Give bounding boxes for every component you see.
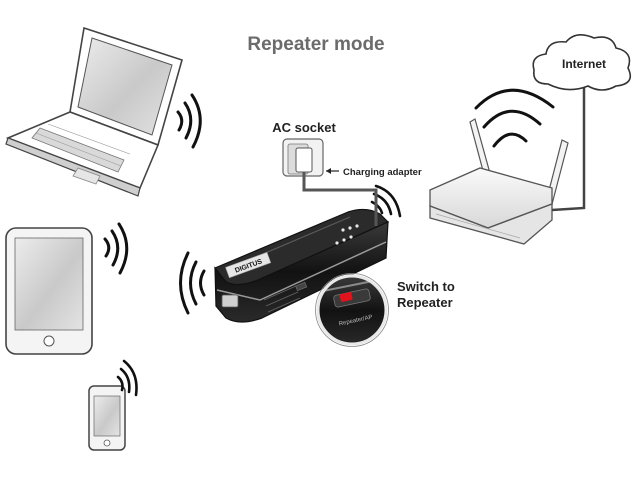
diagram-title: Repeater mode <box>247 34 384 55</box>
internet-cloud-icon: Internet <box>532 34 632 91</box>
internet-cable <box>551 85 586 212</box>
repeater-wifi-waves-icon <box>179 251 206 315</box>
switch-zoom-detail: Repeater/AP <box>315 273 389 347</box>
tablet-icon <box>5 227 93 355</box>
router-wifi-waves-icon <box>474 88 555 148</box>
router-icon <box>429 118 569 245</box>
internet-label: Internet <box>562 57 606 71</box>
phone-wifi-waves-icon <box>116 359 138 397</box>
laptop-wifi-waves-icon <box>176 93 202 149</box>
switch-led-icon <box>339 292 353 302</box>
tablet-wifi-waves-icon <box>103 222 129 275</box>
ac-socket-label: AC socket <box>272 120 336 135</box>
laptop-icon <box>5 26 183 197</box>
ac-socket-icon <box>282 138 324 177</box>
switch-label-line2: Repeater <box>397 295 453 310</box>
ethernet-port-icon <box>221 294 239 308</box>
charging-adapter-label: Charging adapter <box>343 167 422 178</box>
repeater-device: DIGITUS <box>179 208 390 323</box>
charging-cable <box>302 172 378 226</box>
switch-label-line1: Switch to <box>397 279 455 294</box>
phone-icon <box>88 385 126 451</box>
